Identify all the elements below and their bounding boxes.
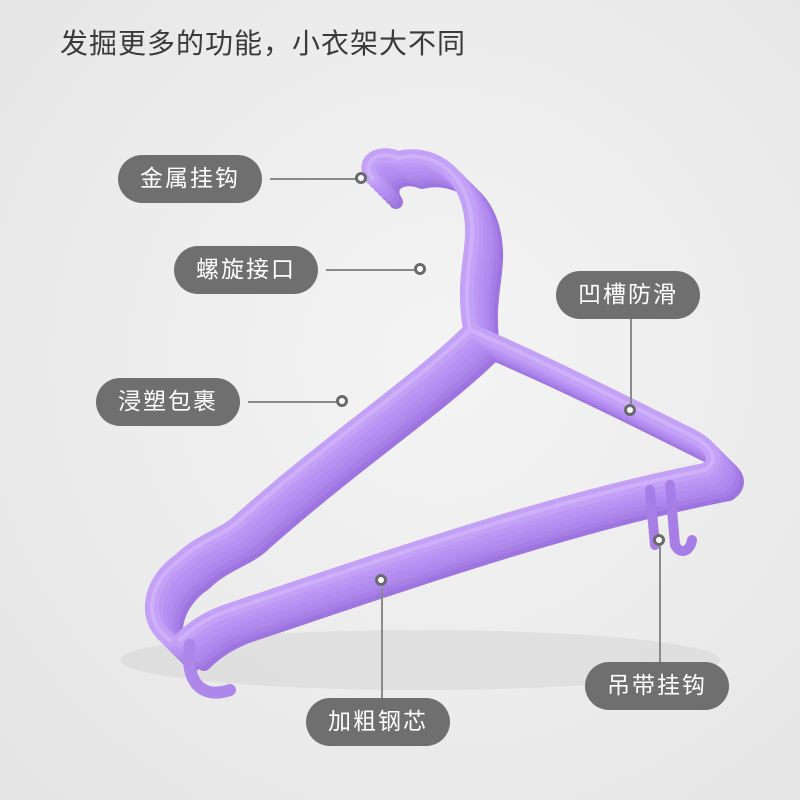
callout-strap: 吊带挂钩 <box>585 662 729 710</box>
callout-coating: 浸塑包裹 <box>96 378 240 426</box>
marker-dot-core <box>375 574 387 586</box>
leader-line-joint <box>326 269 420 271</box>
callout-hook: 金属挂钩 <box>118 155 262 203</box>
leader-line-core <box>381 588 383 700</box>
leader-line-coating <box>248 401 340 403</box>
leader-line-groove <box>630 319 632 404</box>
marker-dot-strap <box>653 534 665 546</box>
callout-core: 加粗钢芯 <box>306 698 450 746</box>
leader-line-strap <box>659 546 661 664</box>
marker-dot-coating <box>336 395 348 407</box>
leader-line-hook <box>270 178 362 180</box>
callout-groove: 凹槽防滑 <box>556 271 700 319</box>
marker-dot-hook <box>355 172 367 184</box>
marker-dot-groove <box>624 404 636 416</box>
page-title: 发掘更多的功能，小衣架大不同 <box>60 27 467 60</box>
marker-dot-joint <box>414 263 426 275</box>
callout-joint: 螺旋接口 <box>174 246 318 294</box>
